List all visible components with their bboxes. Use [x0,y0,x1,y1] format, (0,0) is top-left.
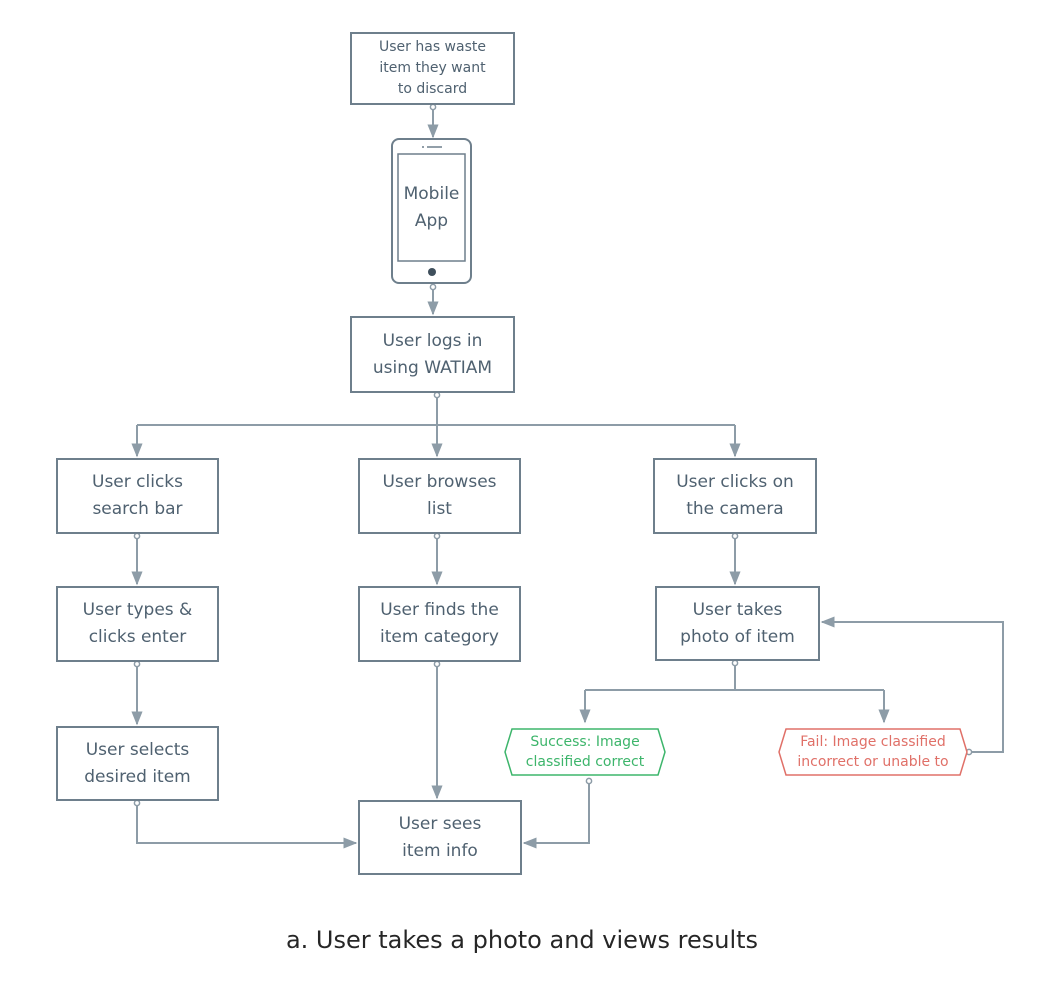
node-selects-item: User selects desired item [56,726,219,801]
node-takes-photo: User takes photo of item [655,586,820,661]
node-finds-category: User finds the item category [358,586,521,662]
node-types: User types & clicks enter [56,586,219,662]
node-search: User clicks search bar [56,458,219,534]
node-start-label: User has waste item they want to discard [379,39,486,97]
fail-hexagon [778,728,968,776]
node-fail-label: Fail: Image classified incorrect or unab… [797,734,949,770]
node-selects-item-label: User selects desired item [84,739,191,787]
edge-fail-retry [820,616,1004,753]
node-browse: User browses list [358,458,521,534]
node-login: User logs in using WATIAM [350,316,515,393]
mobile-phone-icon [391,138,472,284]
node-camera: User clicks on the camera [653,458,817,534]
node-finds-category-label: User finds the item category [380,600,499,647]
node-search-label: User clicks search bar [92,472,183,519]
node-browse-label: User browses list [382,472,497,519]
node-mobile-app-label: Mobile App [403,184,460,231]
node-start: User has waste item they want to discard [350,32,515,105]
edge-select-to-info [136,801,358,849]
node-takes-photo-label: User takes photo of item [680,599,795,647]
node-sees-info-label: User sees item info [398,813,482,861]
node-sees-info: User sees item info [358,800,522,875]
success-hexagon [504,728,666,776]
node-camera-label: User clicks on the camera [676,472,794,519]
node-types-label: User types & clicks enter [82,600,193,647]
node-success-label: Success: Image classified correct [525,734,645,770]
node-login-label: User logs in using WATIAM [372,330,493,378]
edge-success-to-info [522,779,590,849]
figure-caption: a. User takes a photo and views results [285,926,759,954]
